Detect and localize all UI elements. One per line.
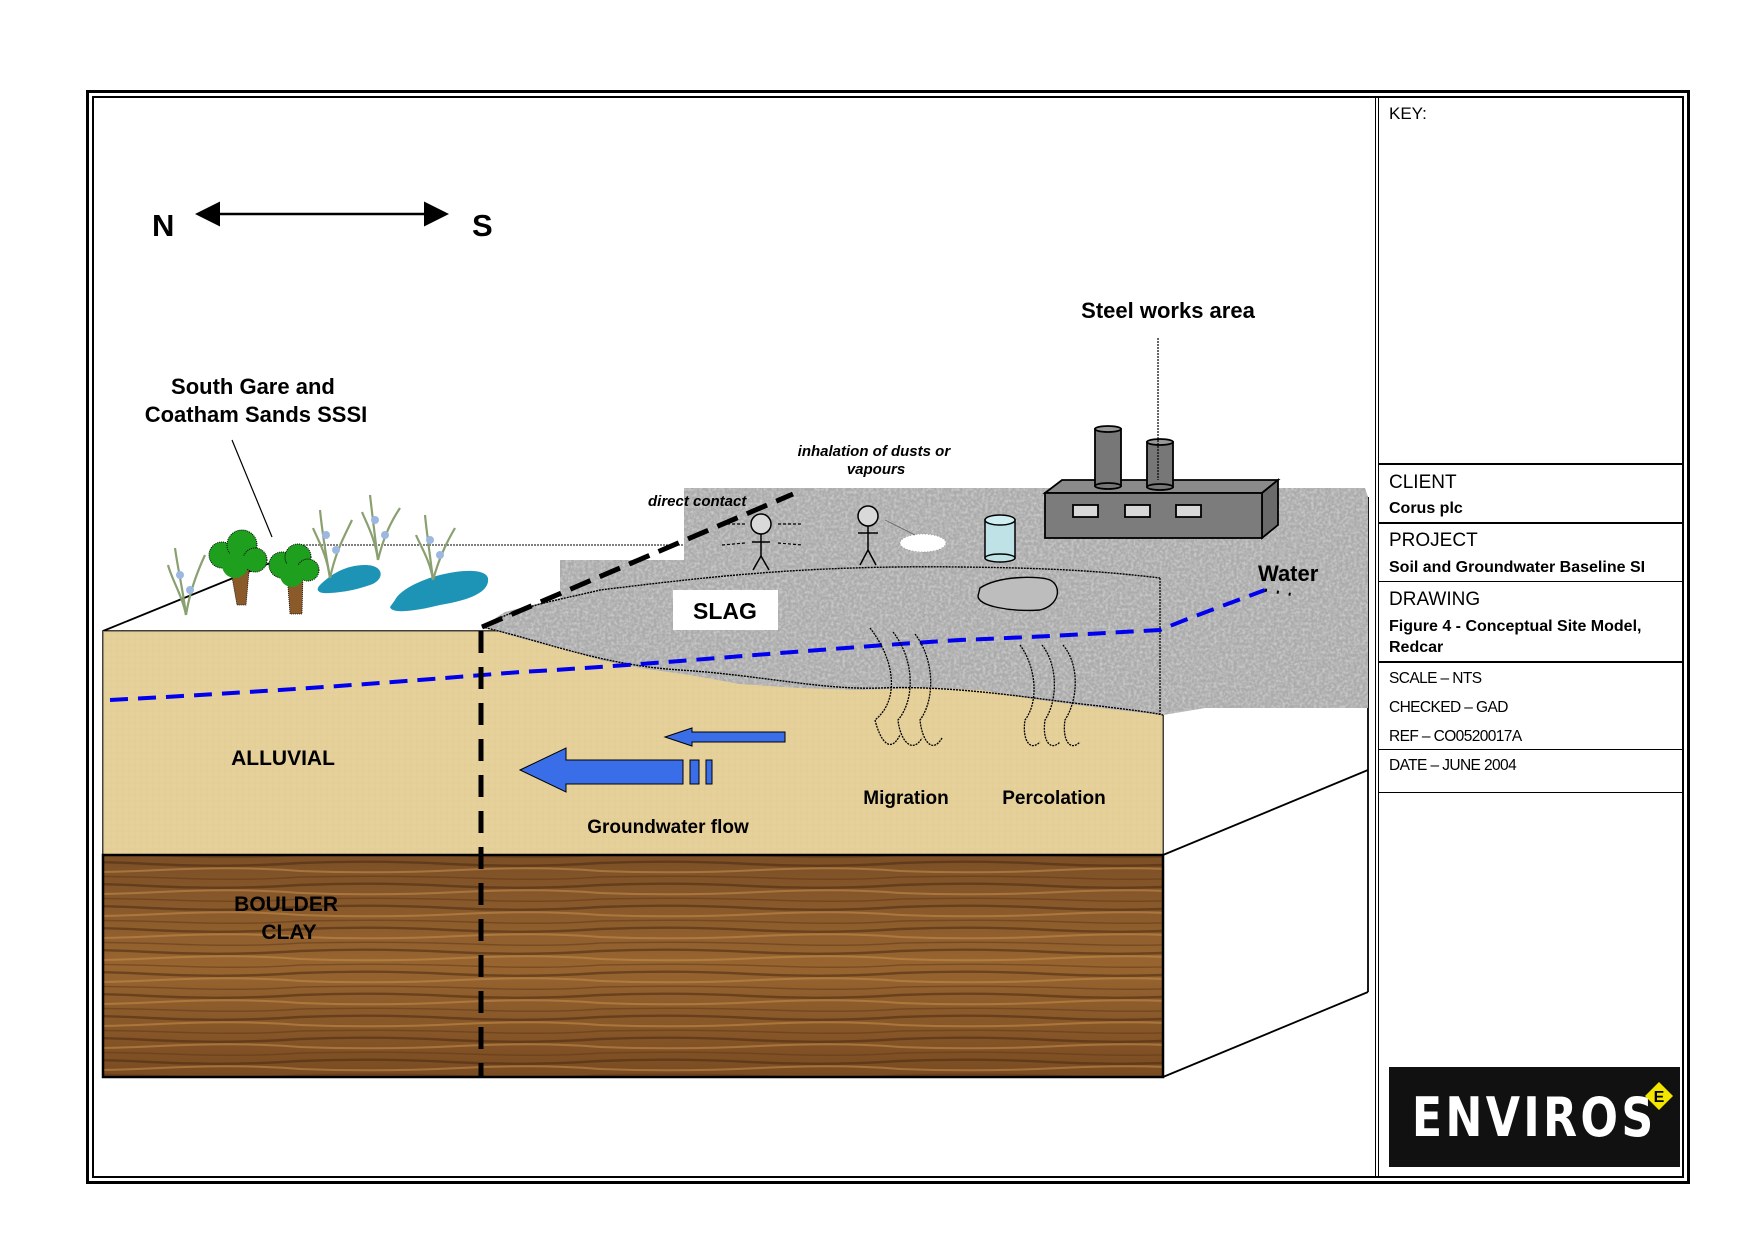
divider — [1379, 522, 1682, 524]
pond-icon — [390, 570, 489, 612]
water-label: Water — [1258, 561, 1319, 586]
divider — [1379, 463, 1682, 465]
drawing-label: DRAWING — [1389, 589, 1481, 610]
slag-label-box — [673, 590, 778, 630]
migration-lines — [869, 627, 1081, 747]
drawing-value-line2: Redcar — [1389, 639, 1444, 656]
divider — [1379, 661, 1682, 663]
client-label: CLIENT — [1389, 472, 1457, 493]
alluvial-label: ALLUVIAL — [231, 747, 335, 770]
logo-badge-icon: E — [1645, 1082, 1673, 1110]
project-label: PROJECT — [1389, 530, 1478, 551]
drawing-value-line1: Figure 4 - Conceptual Site Model, — [1389, 618, 1642, 635]
percolation-label: Percolation — [1002, 788, 1105, 809]
checked-text: CHECKED – GAD — [1389, 699, 1508, 716]
divider — [1379, 749, 1682, 750]
date-text: DATE – JUNE 2004 — [1389, 757, 1517, 774]
direct-contact-label: direct contact — [648, 493, 747, 510]
pond-icon — [317, 565, 381, 594]
client-value: Corus plc — [1389, 500, 1463, 517]
inhalation-label: inhalation of dusts or vapours — [798, 443, 955, 478]
contaminant-pool — [977, 576, 1059, 612]
tree-icon — [268, 543, 320, 615]
title-block-divider — [1375, 96, 1379, 1178]
reed-plant-icon — [166, 547, 206, 616]
logo-text: ENVIROS — [1412, 1085, 1657, 1149]
person-icon — [857, 505, 879, 566]
person-icon — [721, 513, 803, 571]
dust-cloud-icon — [899, 533, 947, 553]
reed-plant-icon — [414, 514, 456, 581]
south-label: S — [472, 208, 493, 243]
sssi-label: South Gare and Coatham Sands SSSI — [145, 374, 368, 427]
divider — [1379, 581, 1682, 582]
divider — [1379, 792, 1682, 793]
title-block: KEY: CLIENT Corus plc PROJECT Soil and G… — [1379, 96, 1682, 1178]
factory-icon — [1042, 425, 1281, 540]
reed-plant-icon — [360, 494, 401, 561]
groundwater-flow-label: Groundwater flow — [587, 817, 749, 838]
enviros-logo: ENVIROS E — [1389, 1067, 1680, 1167]
water-table-line — [109, 588, 1266, 702]
reed-plant-icon — [311, 509, 353, 579]
ref-text: REF – CO0520017A — [1389, 728, 1522, 745]
drum-icon — [984, 514, 1016, 563]
key-label: KEY: — [1389, 104, 1427, 123]
drawing-inner-border — [92, 96, 1684, 1178]
drawing-outer-border — [86, 90, 1690, 1184]
steel-works-label: Steel works area — [1081, 298, 1255, 323]
ground-surface-top — [103, 545, 620, 631]
migration-label: Migration — [863, 788, 949, 809]
scale-text: SCALE – NTS — [1389, 670, 1482, 687]
chimney-icon — [1146, 438, 1174, 491]
project-value: Soil and Groundwater Baseline SI — [1389, 559, 1646, 576]
north-label: N — [152, 208, 174, 243]
chimney-icon — [1094, 425, 1122, 490]
logo-badge-letter: E — [1654, 1089, 1665, 1106]
groundwater-arrow-icon — [518, 727, 786, 793]
boulder-clay-label: BOULDER CLAY — [234, 893, 344, 944]
slag-label: SLAG — [693, 598, 757, 624]
tree-icon — [208, 529, 268, 606]
